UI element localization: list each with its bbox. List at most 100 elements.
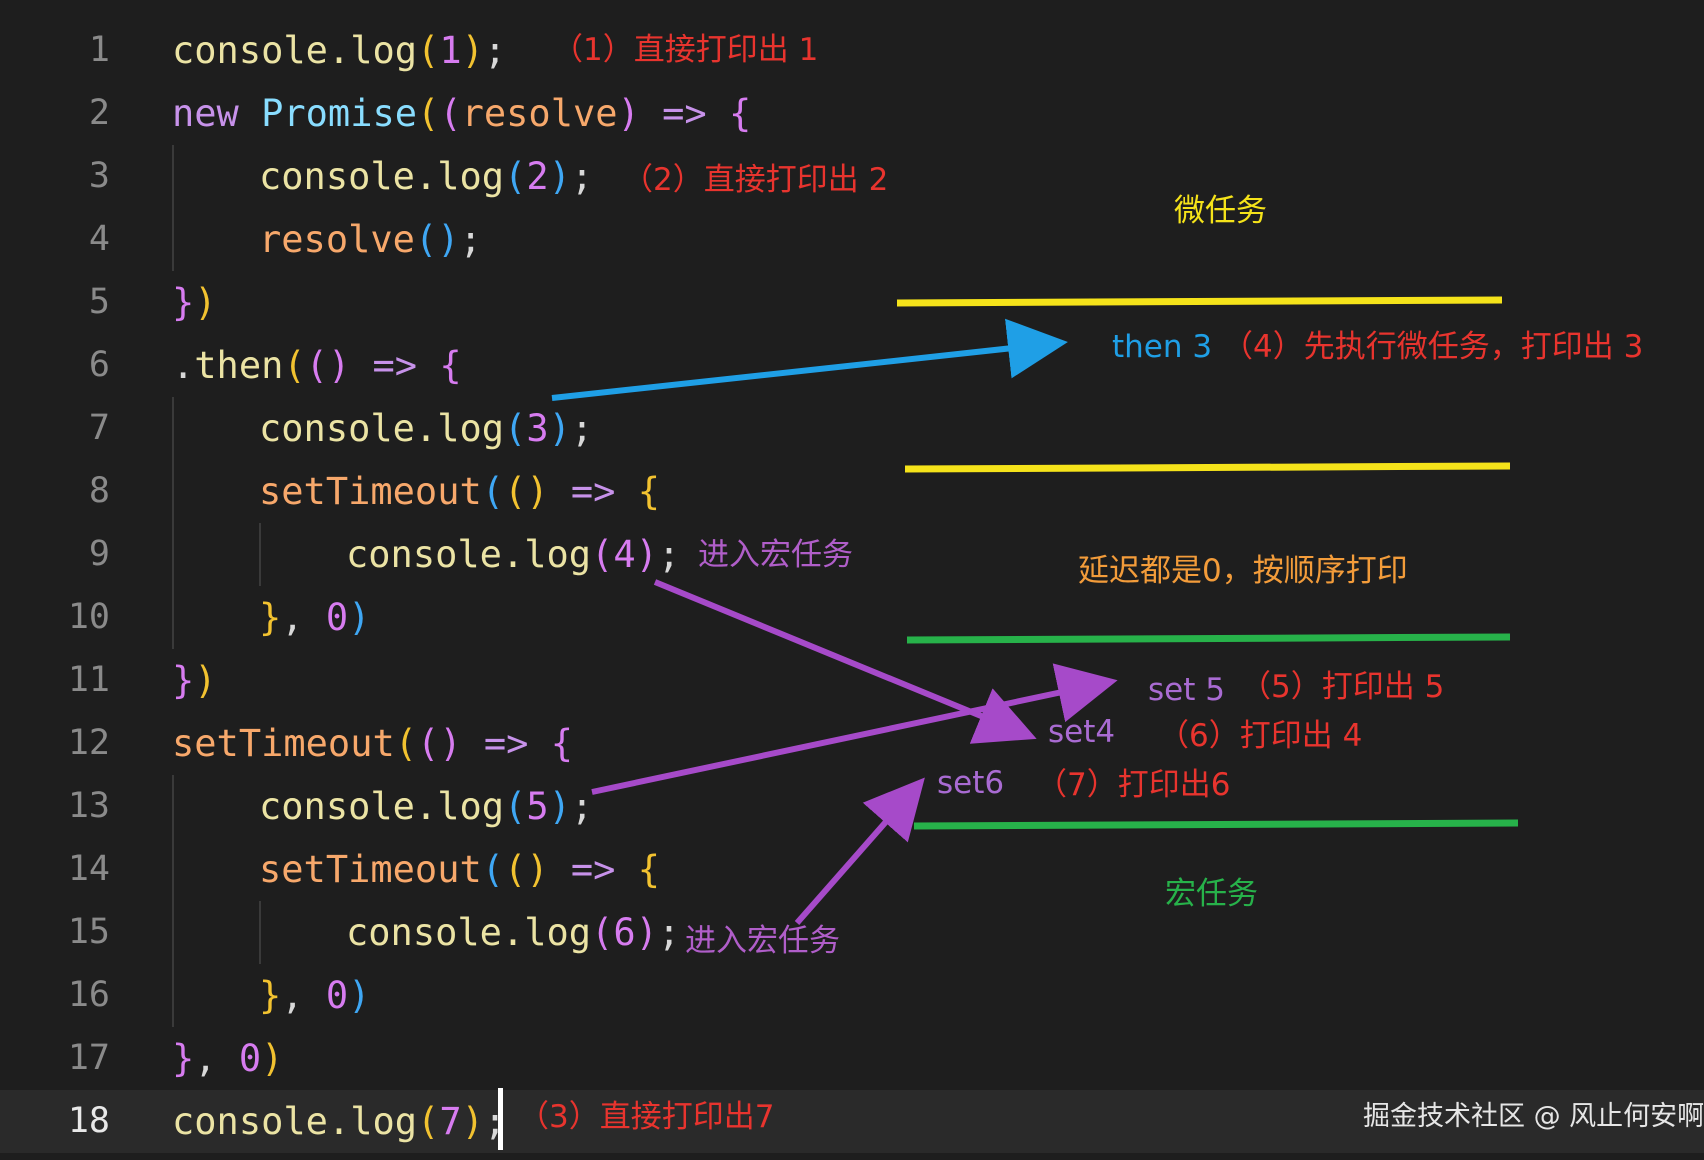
line-number: 4: [88, 219, 110, 259]
code-text: }): [172, 271, 217, 334]
code-line[interactable]: 5}): [0, 271, 1704, 334]
code-token: resolve: [259, 218, 415, 261]
code-token: (: [417, 92, 440, 135]
code-text: console.log(3);: [259, 397, 593, 460]
delay-note: 延迟都是0，按顺序打印: [1078, 553, 1408, 589]
then-arrow: [551, 318, 1068, 401]
set5-label: set 5: [1148, 672, 1225, 708]
set4-label: set4: [1048, 714, 1116, 750]
code-text: .then(() => {: [172, 334, 462, 397]
code-token: (: [591, 911, 614, 954]
note-step-6: （6）打印出 4: [1158, 718, 1363, 754]
line-number: 8: [88, 471, 110, 511]
line-number: 18: [67, 1101, 110, 1141]
code-line[interactable]: 11}): [0, 649, 1704, 712]
code-token: {: [439, 344, 462, 387]
macrotask-bottom-line: [913, 819, 1519, 830]
code-line[interactable]: 6 .then(() => {: [0, 334, 1704, 397]
code-line[interactable]: 14 setTimeout(() => {: [0, 838, 1704, 901]
code-text: console.log(6);: [346, 901, 680, 964]
line-number: 16: [67, 975, 110, 1015]
code-token: ): [194, 281, 217, 324]
code-line[interactable]: 17}, 0): [0, 1027, 1704, 1090]
code-token: {: [637, 470, 660, 513]
code-token: =>: [350, 344, 440, 387]
code-token: (: [417, 1100, 440, 1143]
code-token: ): [635, 533, 658, 576]
code-token: (: [481, 848, 505, 891]
code-token: (: [504, 785, 527, 828]
code-text: resolve();: [259, 208, 482, 271]
code-token: 0: [325, 596, 349, 639]
code-token: setTimeout: [259, 848, 482, 891]
code-line[interactable]: 12 setTimeout(() => {: [0, 712, 1704, 775]
code-line[interactable]: 15 console.log(6);: [0, 901, 1704, 964]
code-token: ): [461, 29, 484, 72]
code-token: =>: [639, 92, 729, 135]
line-number: 12: [67, 723, 110, 763]
code-token: log: [350, 1100, 418, 1143]
code-token: 1: [439, 29, 462, 72]
indent-guide: [259, 901, 261, 964]
code-token: console.: [172, 29, 351, 72]
code-token: ,: [281, 596, 326, 639]
code-token: 2: [526, 155, 549, 198]
code-token: ): [526, 848, 549, 891]
code-token: }: [259, 974, 282, 1017]
code-token: ;: [570, 785, 594, 828]
code-text: setTimeout(() => {: [259, 838, 660, 901]
line-number: 15: [67, 912, 110, 952]
code-token: (: [417, 29, 440, 72]
code-token: ,: [194, 1037, 239, 1080]
enter-macrotask-note: 进入宏任务: [698, 537, 853, 573]
code-token: 5: [526, 785, 549, 828]
indent-guide: [259, 523, 261, 586]
code-token: setTimeout: [172, 722, 395, 765]
code-line[interactable]: 10}, 0): [0, 586, 1704, 649]
code-token: 7: [439, 1100, 462, 1143]
code-token: 6: [613, 911, 636, 954]
code-token: resolve: [461, 92, 618, 135]
code-token: ,: [281, 974, 326, 1017]
line-number: 3: [88, 156, 110, 196]
code-token: console.: [259, 785, 438, 828]
code-token: ): [635, 911, 658, 954]
code-token: ;: [570, 155, 594, 198]
code-text: console.log(1);: [172, 19, 506, 82]
code-token: 0: [238, 1037, 262, 1080]
line-number: 14: [67, 849, 110, 889]
line-number: 1: [88, 30, 110, 70]
line-number: 17: [67, 1038, 110, 1078]
note-step-4: （4）先执行微任务，打印出 3: [1222, 329, 1644, 365]
code-token: ;: [483, 29, 507, 72]
macrotask-top-line: [906, 633, 1511, 644]
code-token: 4: [613, 533, 636, 576]
code-token: ;: [657, 911, 681, 954]
text-cursor: [498, 1088, 503, 1150]
code-line[interactable]: 16}, 0): [0, 964, 1704, 1027]
code-token: (: [591, 533, 614, 576]
line-number: 10: [67, 597, 110, 637]
line-number: 6: [88, 345, 110, 385]
code-token: new: [172, 92, 262, 135]
code-text: }): [172, 649, 217, 712]
code-line[interactable]: 7 console.log(3);: [0, 397, 1704, 460]
code-token: ): [526, 470, 549, 513]
code-line[interactable]: 4 resolve();: [0, 208, 1704, 271]
line-number: 11: [67, 660, 110, 700]
code-token: ): [194, 659, 217, 702]
code-token: (: [439, 92, 462, 135]
line-number: 7: [88, 408, 110, 448]
code-token: (: [504, 407, 527, 450]
code-token: }: [172, 1037, 195, 1080]
code-text: setTimeout(() => {: [172, 712, 573, 775]
